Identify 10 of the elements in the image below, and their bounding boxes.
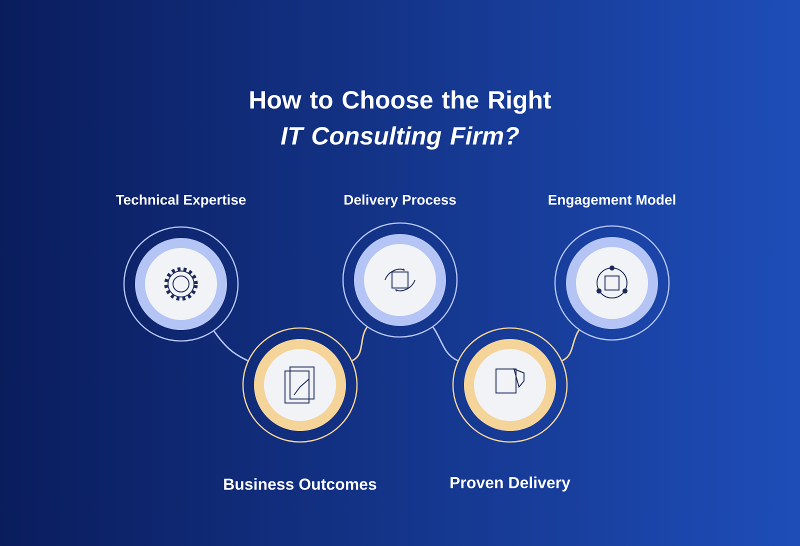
heading: Technical Expertise — [116, 194, 246, 208]
swirl-line — [213, 330, 248, 362]
heading: Engagement Model — [548, 194, 676, 208]
title: How to Choose the Right IT Consulting Firm? — [250, 90, 552, 150]
swirl-line — [562, 330, 580, 362]
swirl-line — [352, 326, 368, 362]
swirl-line — [432, 326, 458, 362]
heading: Proven Delivery — [450, 476, 570, 492]
heading: Business Outcomes — [224, 478, 376, 490]
heading: Delivery Process — [344, 194, 456, 208]
